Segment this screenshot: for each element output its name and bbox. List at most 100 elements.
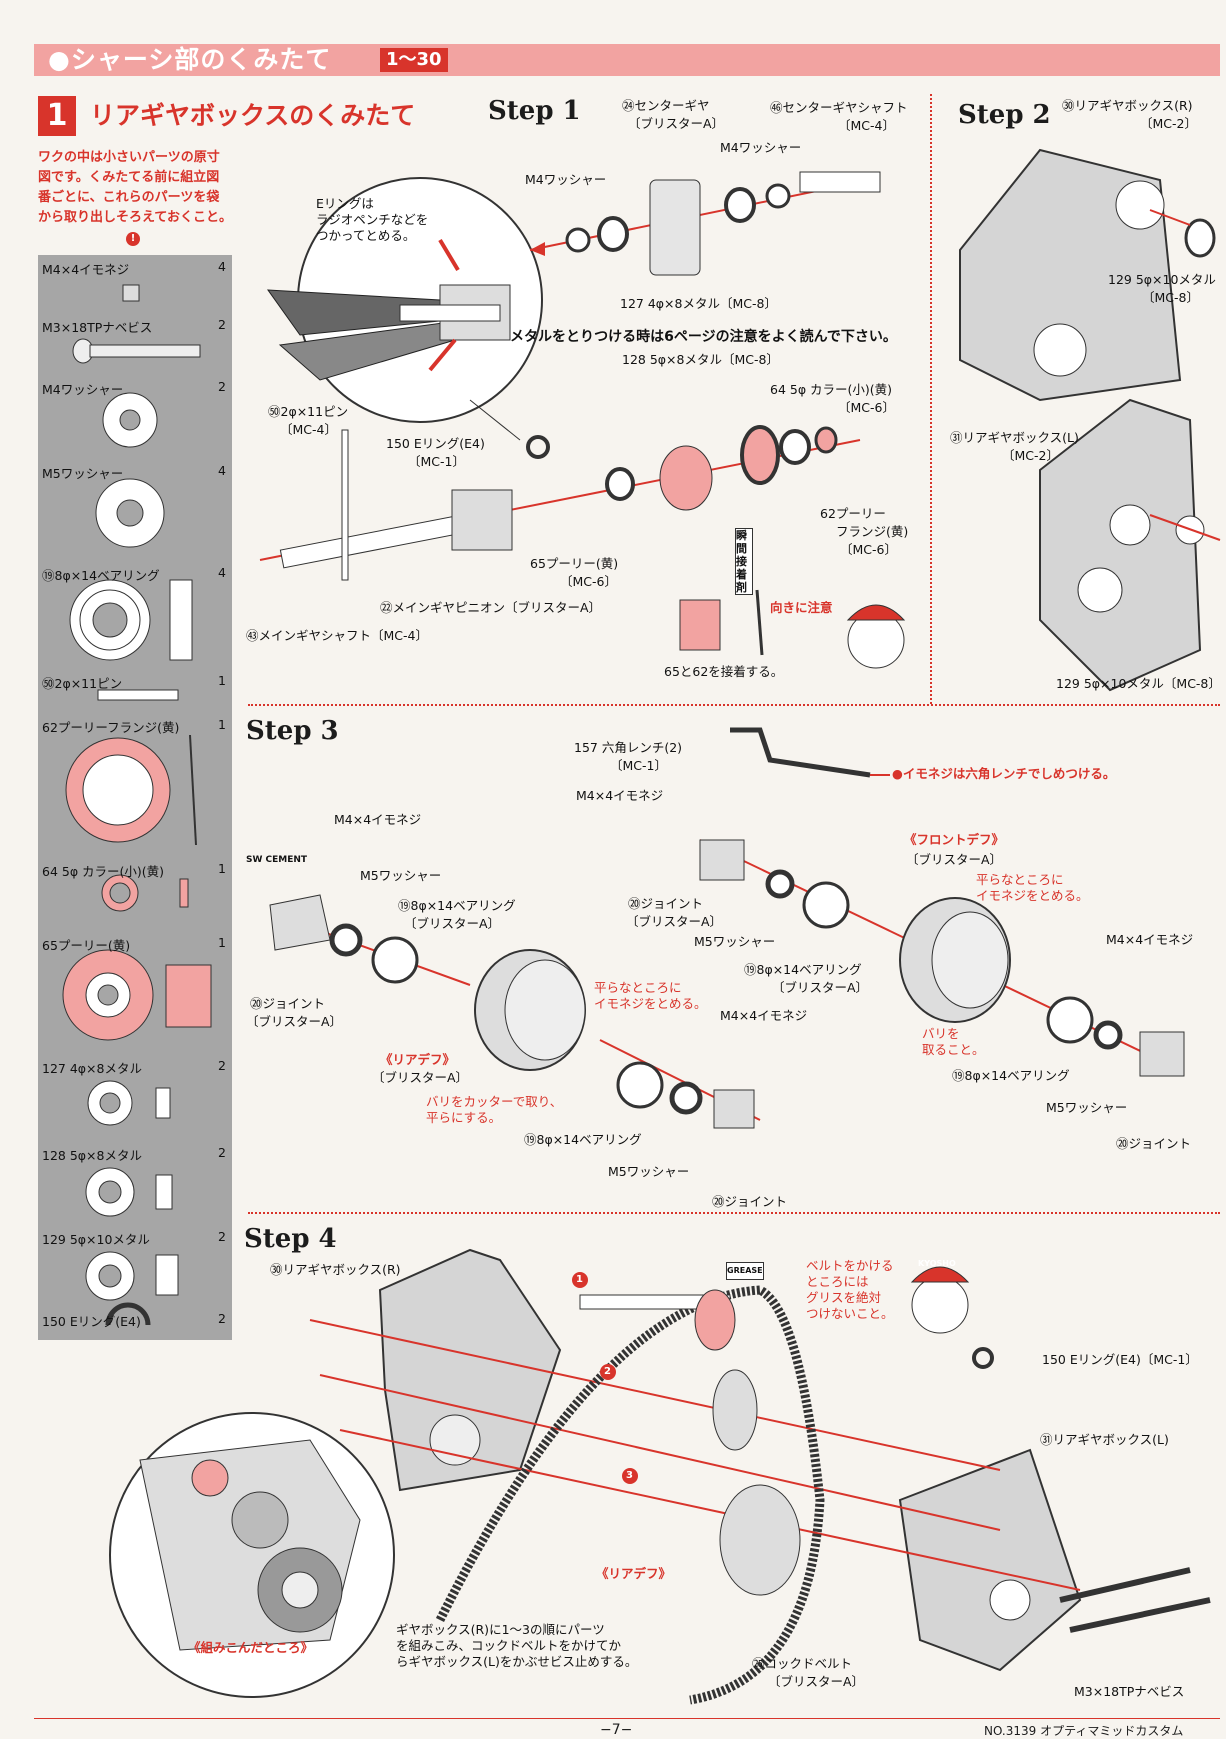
burr-note-front: バリを 取ること。 bbox=[922, 1026, 985, 1057]
alert-icon: ! bbox=[126, 232, 140, 246]
section-number: 1 bbox=[38, 96, 76, 136]
part-label: ㊿2φ×11ピン bbox=[42, 676, 123, 691]
bond-note: 65と62を接着する。 bbox=[664, 664, 784, 679]
banner-title: ●シャーシ部のくみたて bbox=[48, 45, 332, 74]
label-set-screw: M4×4イモネジ bbox=[576, 788, 664, 803]
label-pinion-22: ㉒メインギヤピニオン〔ブリスターA〕 bbox=[380, 600, 602, 615]
label-flange-62-b: フランジ(黄) bbox=[836, 524, 909, 539]
label-collar-64-sub: 〔MC-6〕 bbox=[838, 400, 895, 415]
rear-diff-title: 《リアデフ》 bbox=[380, 1052, 456, 1067]
part-label: 150 Eリング(E4) bbox=[42, 1314, 141, 1329]
part-count: 4 bbox=[218, 463, 226, 478]
part-count: 4 bbox=[218, 565, 226, 580]
part-count: 1 bbox=[218, 935, 226, 950]
label-ering-150-sub: 〔MC-1〕 bbox=[408, 454, 465, 469]
front-diff-title: 《フロントデフ》 bbox=[904, 832, 1005, 847]
label-metal-128: 128 5φ×8メタル〔MC-8〕 bbox=[622, 352, 779, 367]
label-joint-sub: 〔ブリスターA〕 bbox=[626, 914, 723, 929]
label-flange-62: 62プーリー bbox=[820, 506, 886, 521]
label-joint: ⑳ジョイント bbox=[712, 1194, 788, 1209]
direction-note: 向きに注意 bbox=[770, 600, 833, 615]
part-count: 2 bbox=[218, 1229, 226, 1244]
part-label: 129 5φ×10メタル bbox=[42, 1232, 150, 1247]
label-gearbox-r-sub: 〔MC-2〕 bbox=[1140, 116, 1197, 131]
step4-title: Step 4 bbox=[244, 1224, 337, 1254]
label-ering-150: 150 Eリング(E4) bbox=[386, 436, 485, 451]
hex-note: ●イモネジは六角レンチでしめつける。 bbox=[892, 766, 1116, 781]
step3-title: Step 3 bbox=[246, 716, 339, 746]
belt-grease-note: ベルトをかける ところには グリスを絶対 つけないこと。 bbox=[806, 1258, 894, 1321]
assembled-view-label: 《組みこんだところ》 bbox=[188, 1640, 314, 1655]
part-label: M5ワッシャー bbox=[42, 466, 124, 481]
part-label: M4×4イモネジ bbox=[42, 262, 130, 277]
order-marker: 1 bbox=[576, 1274, 583, 1285]
label-center-gear: ㉔センターギヤ bbox=[622, 98, 710, 113]
part-count: 2 bbox=[218, 1058, 226, 1073]
label-center-shaft: ㊻センターギヤシャフト bbox=[770, 100, 908, 115]
divider bbox=[248, 1212, 1220, 1214]
label-collar-64: 64 5φ カラー(小)(黄) bbox=[770, 382, 893, 397]
label-center-gear-sub: 〔ブリスターA〕 bbox=[628, 116, 725, 131]
part-count: 1 bbox=[218, 861, 226, 876]
label-m4-washer: M4ワッシャー bbox=[525, 172, 607, 187]
label-pin-50-sub: 〔MC-4〕 bbox=[280, 422, 337, 437]
label-bearing: ⑲8φ×14ベアリング bbox=[398, 898, 516, 913]
step1-title: Step 1 bbox=[488, 96, 581, 126]
glue-tag: 瞬間接着剤 bbox=[735, 528, 753, 595]
label-metal-129-sub: 〔MC-8〕 bbox=[1142, 290, 1199, 305]
part-label: M3×18TPナベビス bbox=[42, 320, 153, 335]
rear-diff-title: 《リアデフ》 bbox=[596, 1566, 672, 1581]
label-set-screw: M4×4イモネジ bbox=[334, 812, 422, 827]
parts-drawings bbox=[62, 284, 212, 1326]
label-hex-wrench: 157 六角レンチ(2) bbox=[574, 740, 683, 755]
label-m4-washer: M4ワッシャー bbox=[720, 140, 802, 155]
label-belt: ㉕コックドベルト bbox=[752, 1656, 853, 1671]
label-metal-127: 127 4φ×8メタル〔MC-8〕 bbox=[620, 296, 777, 311]
label-m5-washer: M5ワッシャー bbox=[608, 1164, 690, 1179]
label-flange-62-sub: 〔MC-6〕 bbox=[840, 542, 897, 557]
sw-cement-tag: SW CEMENT bbox=[246, 855, 308, 865]
label-bearing: ⑲8φ×14ベアリング bbox=[952, 1068, 1070, 1083]
assembly-note: ギヤボックス(R)に1〜3の順にパーツ を組みこみ、コックドベルトをかけてか ら… bbox=[396, 1622, 638, 1669]
label-screw: M3×18TPナベビス bbox=[1074, 1684, 1185, 1699]
label-joint: ⑳ジョイント bbox=[250, 996, 326, 1011]
label-set-screw: M4×4イモネジ bbox=[720, 1008, 808, 1023]
label-center-shaft-sub: 〔MC-4〕 bbox=[838, 118, 895, 133]
label-m5-washer: M5ワッシャー bbox=[1046, 1100, 1128, 1115]
section-title: リアギヤボックスのくみたて bbox=[90, 101, 416, 130]
parts-panel: M4×4イモネジ 4 M3×18TPナベビス 2 M4ワッシャー 2 M5ワッシ… bbox=[38, 255, 232, 1340]
part-label: 65プーリー(黄) bbox=[42, 938, 131, 953]
part-count: 1 bbox=[218, 673, 226, 688]
label-bearing-sub: 〔ブリスターA〕 bbox=[772, 980, 869, 995]
part-count: 2 bbox=[218, 379, 226, 394]
label-joint: ⑳ジョイント bbox=[1116, 1136, 1192, 1151]
label-gearbox-l: ㉛リアギヤボックス(L) bbox=[1040, 1432, 1169, 1447]
label-bearing-sub: 〔ブリスターA〕 bbox=[404, 916, 501, 931]
banner-range: 1〜30 bbox=[380, 48, 448, 72]
label-joint-sub: 〔ブリスターA〕 bbox=[246, 1014, 343, 1029]
label-metal-129: 129 5φ×10メタル〔MC-8〕 bbox=[1056, 676, 1221, 691]
label-m5-washer: M5ワッシャー bbox=[360, 868, 442, 883]
part-label: 62プーリーフランジ(黄) bbox=[42, 720, 180, 735]
part-count: 4 bbox=[218, 259, 226, 274]
label-joint: ⑳ジョイント bbox=[628, 896, 704, 911]
label-ering: 150 Eリング(E4)〔MC-1〕 bbox=[1042, 1352, 1198, 1367]
cap-logo: KYOSHO bbox=[918, 1259, 956, 1268]
footer-rule bbox=[34, 1718, 1220, 1719]
label-m5-washer: M5ワッシャー bbox=[694, 934, 776, 949]
burr-note-rear: バリをカッターで取り、 平らにする。 bbox=[426, 1094, 563, 1125]
section-banner bbox=[34, 44, 1220, 76]
ering-note: Eリングは ラジオペンチなどを つかってとめる。 bbox=[316, 196, 429, 243]
divider bbox=[930, 94, 932, 704]
label-metal-129: 129 5φ×10メタル bbox=[1108, 272, 1216, 287]
divider bbox=[248, 704, 1220, 706]
label-main-shaft-43: ㊸メインギヤシャフト〔MC-4〕 bbox=[246, 628, 428, 643]
part-label: ⑲8φ×14ベアリング bbox=[42, 568, 160, 583]
part-label: 128 5φ×8メタル bbox=[42, 1148, 142, 1163]
label-pin-50: ㊿2φ×11ピン bbox=[268, 404, 349, 419]
step2-title: Step 2 bbox=[958, 100, 1051, 130]
label-belt-sub: 〔ブリスターA〕 bbox=[768, 1674, 865, 1689]
part-label: M4ワッシャー bbox=[42, 382, 124, 397]
label-pulley-65: 65プーリー(黄) bbox=[530, 556, 619, 571]
